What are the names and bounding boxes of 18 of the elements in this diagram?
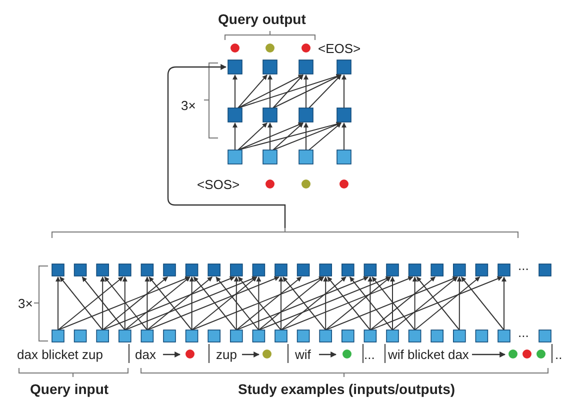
ellipsis: ... [518, 258, 529, 273]
section-label: Study examples (inputs/outputs) [238, 382, 456, 397]
ellipsis: ... [364, 347, 375, 362]
heading: Query output [218, 12, 306, 27]
ellipsis: ... [518, 325, 529, 340]
repeat-label: 3× [181, 98, 196, 113]
token-label: <EOS> [318, 41, 361, 56]
decoder-network-drawing [226, 58, 354, 166]
token-label: wif blicket dax [388, 347, 469, 362]
token-label: dax [135, 347, 156, 362]
connector-arrow [167, 64, 286, 228]
token-label: zup [216, 347, 237, 362]
token-label: dax blicket zup [17, 347, 103, 362]
token-label: <SOS> [197, 177, 240, 192]
ellipsis: .. [555, 347, 562, 362]
repeat-label: 3× [18, 296, 33, 311]
section-label: Query input [30, 382, 109, 397]
token-label: wif [295, 347, 311, 362]
